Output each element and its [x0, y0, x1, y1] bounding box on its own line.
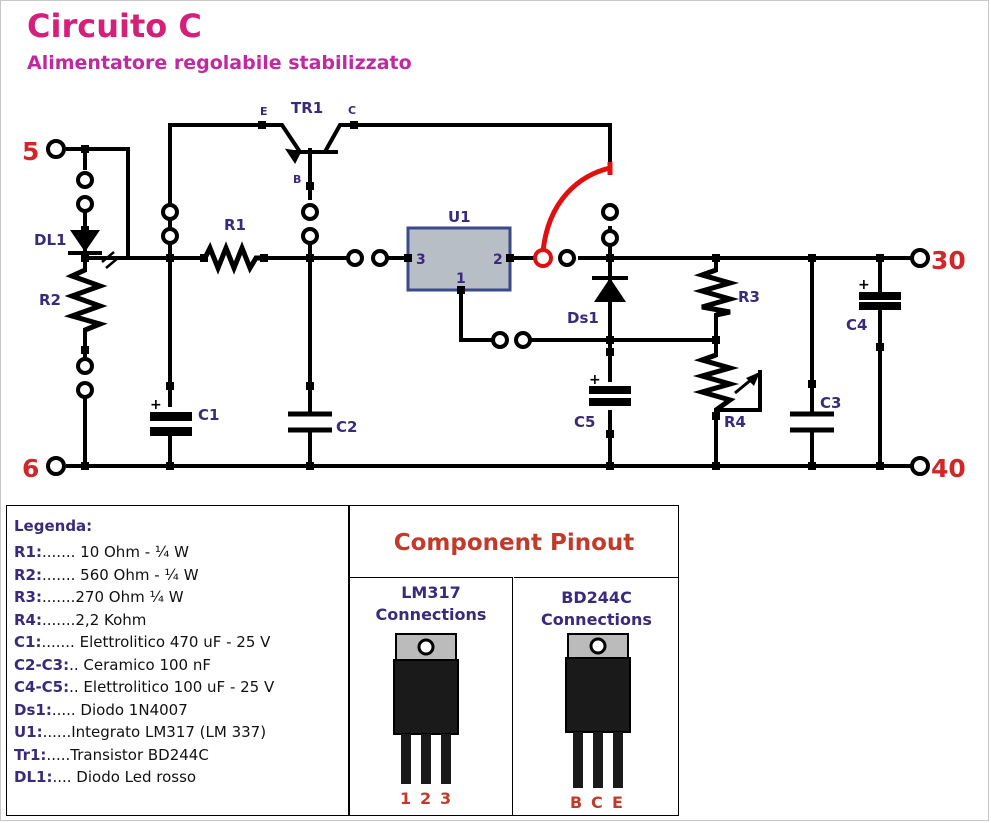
wire-adj	[459, 288, 492, 342]
u1-pin1-label: 1	[456, 271, 466, 287]
wire-r4-wiper	[714, 370, 762, 412]
legend-item: Ds1:..... Diodo 1N4007	[14, 700, 188, 719]
c1-label: C1	[198, 406, 219, 424]
r2-symbol	[63, 267, 108, 333]
page-title: Circuito C	[27, 7, 202, 45]
page-subtitle: Alimentatore regolabile stabilizzato	[27, 52, 412, 74]
c4-plus-label: +	[858, 277, 870, 293]
c4-label: C4	[846, 316, 867, 334]
r3-symbol	[692, 267, 740, 318]
dl1-label: DL1	[34, 231, 66, 249]
ds1-label: Ds1	[567, 309, 599, 327]
u1-pin3-label: 3	[416, 252, 426, 268]
c3-symbol	[790, 411, 834, 433]
tr1-b-label: B	[293, 173, 301, 186]
red-jumper-end	[533, 248, 553, 268]
r4-label: R4	[724, 413, 746, 431]
terminal-30-label: 30	[931, 246, 966, 275]
dl1-ray1	[101, 251, 115, 263]
terminal-6-label: 6	[22, 454, 39, 483]
legend-item: U1:......Integrato LM317 (LM 337)	[14, 723, 267, 741]
wire-top-right	[356, 123, 612, 170]
lm317-pinout: LM317 Connections 1 2 3	[350, 577, 513, 816]
u1-pin2-label: 2	[493, 252, 503, 268]
lm317-pin-1: 1	[400, 789, 411, 808]
c2-label: C2	[336, 418, 357, 436]
legend-item: Tr1:.....Transistor BD244C	[14, 745, 209, 764]
legend-title: Legenda:	[14, 517, 93, 535]
r4-wiper-line	[734, 372, 759, 395]
lm317-package: 1 2 3	[393, 633, 459, 808]
legend-item: R1:....... 10 Ohm - ¼ W	[14, 543, 190, 561]
bd244c-heading: BD244C Connections	[541, 588, 652, 629]
solder-pads	[76, 171, 619, 399]
bd244c-pin-c: C	[591, 793, 603, 812]
dl1-symbol	[70, 230, 100, 252]
terminal-pads	[46, 139, 930, 476]
bd244c-pinout: BD244C Connections B C E	[514, 577, 679, 816]
tr1-label: TR1	[291, 99, 323, 117]
r3-label: R3	[738, 288, 760, 306]
legend-item: C2-C3:.. Ceramico 100 nF	[14, 655, 211, 674]
lm317-pin-2: 2	[420, 789, 431, 808]
c5-plus-label: +	[589, 372, 601, 388]
r1-symbol	[202, 241, 262, 275]
legend-item: R3:.......270 Ohm ¼ W	[14, 588, 184, 606]
bd244c-pin-b: B	[570, 793, 582, 812]
circuit-schematic: 5 6 30 40 TR1 E C B U1 3 2 1 R1 R2 R3 R4…	[22, 99, 966, 483]
lm317-pin-3: 3	[440, 789, 451, 808]
c5-symbol	[589, 386, 631, 406]
bd244c-package: B C E	[565, 633, 631, 812]
c5-label: C5	[574, 413, 595, 431]
legend-item: R2:....... 560 Ohm - ¼ W	[14, 565, 199, 584]
terminal-5-label: 5	[22, 137, 39, 166]
r4-symbol	[692, 352, 740, 413]
red-jumper	[540, 165, 611, 253]
r2-label: R2	[39, 291, 61, 309]
r1-label: R1	[224, 216, 246, 234]
c1-plus-label: +	[150, 397, 162, 413]
legend-item: R4:.......2,2 Kohm	[14, 610, 147, 629]
dl1-ray2	[105, 257, 119, 269]
terminal-40-label: 40	[931, 454, 966, 483]
tr1-emitter	[260, 123, 303, 155]
pinout-title: Component Pinout	[393, 530, 635, 556]
wire-top-left	[168, 123, 264, 260]
legend-panel: Legenda: R1:....... 10 Ohm - ¼ W R2:....…	[6, 505, 349, 816]
c3-label: C3	[820, 394, 841, 412]
junction-dots	[81, 121, 884, 470]
pinout-panel: Component Pinout LM317 Connections 1 2 3…	[349, 505, 679, 816]
c2-symbol	[288, 411, 332, 433]
tr1-e-label: E	[260, 105, 268, 118]
c4-symbol	[859, 292, 901, 310]
tr1-arrow	[284, 148, 302, 164]
legend-item: C1:....... Elettrolitico 470 uF - 25 V	[14, 633, 271, 651]
ds1-symbol	[594, 278, 626, 302]
bd244c-pin-e: E	[612, 793, 623, 812]
legend-item: C4-C5:.. Elettrolitico 100 uF - 25 V	[14, 678, 275, 696]
lm317-heading: LM317 Connections	[375, 583, 487, 624]
u1-label: U1	[448, 208, 471, 226]
legend-list: R1:....... 10 Ohm - ¼ W R2:....... 560 O…	[14, 541, 274, 789]
tr1-c-label: C	[348, 104, 356, 117]
c1-symbol	[150, 412, 192, 436]
legend-item: DL1:.... Diodo Led rosso	[14, 768, 197, 786]
